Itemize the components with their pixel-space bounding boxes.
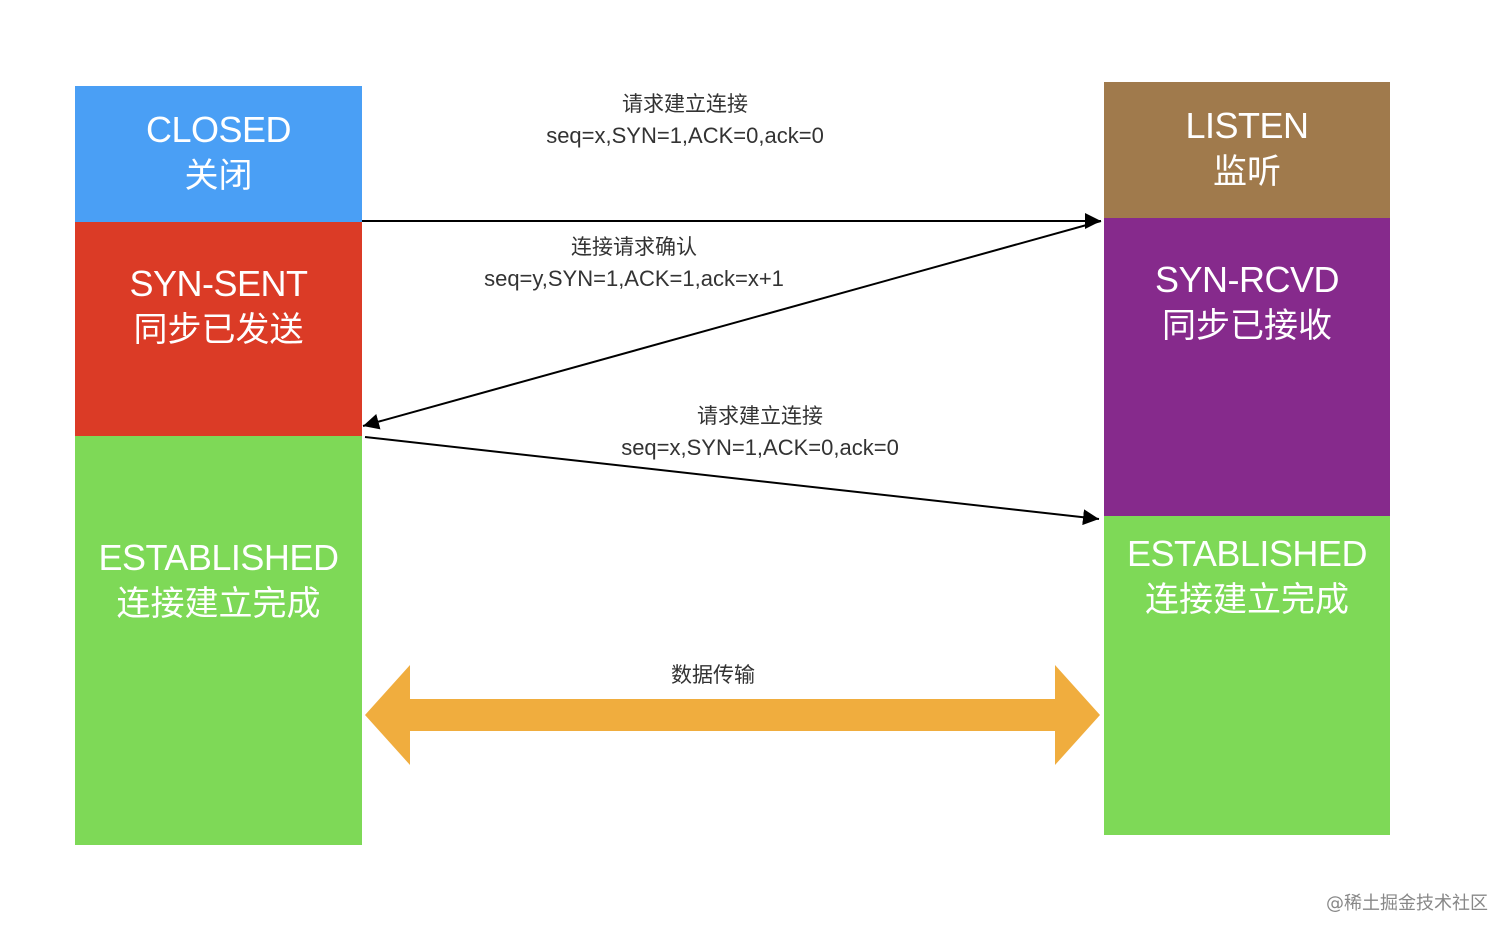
client-closed-label-zh: 关闭 <box>184 156 253 196</box>
client-closed-label: CLOSED <box>145 109 292 150</box>
client-syn-sent-state: SYN-SENT 同步已发送 <box>75 222 362 436</box>
server-listen-label: LISTEN <box>1185 105 1309 146</box>
ack-arrow <box>364 436 1100 526</box>
syn-ack-arrow <box>362 220 1102 430</box>
message-syn: 请求建立连接 seq=x,SYN=1,ACK=0,ack=0 <box>485 88 885 152</box>
server-established-state: ESTABLISHED 连接建立完成 <box>1104 516 1390 835</box>
server-syn-rcvd-label-zh: 同步已接收 <box>1162 306 1332 346</box>
client-established-label-zh: 连接建立完成 <box>116 584 321 624</box>
server-established-label-zh: 连接建立完成 <box>1145 580 1349 620</box>
client-syn-sent-label: SYN-SENT <box>129 263 308 304</box>
message-syn-ack-params: seq=y,SYN=1,ACK=1,ack=x+1 <box>484 266 784 291</box>
client-syn-sent-label-zh: 同步已发送 <box>133 310 304 350</box>
data-transfer-arrow <box>365 665 1100 765</box>
message-syn-params: seq=x,SYN=1,ACK=0,ack=0 <box>546 123 824 148</box>
server-syn-rcvd-label: SYN-RCVD <box>1154 259 1340 300</box>
message-ack: 请求建立连接 seq=x,SYN=1,ACK=0,ack=0 <box>560 400 960 464</box>
server-listen-state: LISTEN 监听 <box>1104 82 1390 218</box>
server-listen-label-zh: 监听 <box>1213 152 1281 192</box>
watermark: @稀土掘金技术社区 <box>1326 893 1488 914</box>
message-ack-params: seq=x,SYN=1,ACK=0,ack=0 <box>621 435 899 460</box>
message-syn-ack: 连接请求确认 seq=y,SYN=1,ACK=1,ack=x+1 <box>434 231 834 295</box>
message-syn-ack-title: 连接请求确认 <box>571 235 697 259</box>
data-transfer-label: 数据传输 <box>563 659 863 691</box>
server-established-label: ESTABLISHED <box>1127 533 1367 574</box>
message-ack-title: 请求建立连接 <box>697 404 823 428</box>
data-transfer-title: 数据传输 <box>671 663 755 687</box>
client-closed-state: CLOSED 关闭 <box>75 86 362 222</box>
message-syn-title: 请求建立连接 <box>622 92 748 116</box>
client-established-state: ESTABLISHED 连接建立完成 <box>75 436 362 845</box>
client-established-label: ESTABLISHED <box>98 537 339 578</box>
server-syn-rcvd-state: SYN-RCVD 同步已接收 <box>1104 218 1390 516</box>
